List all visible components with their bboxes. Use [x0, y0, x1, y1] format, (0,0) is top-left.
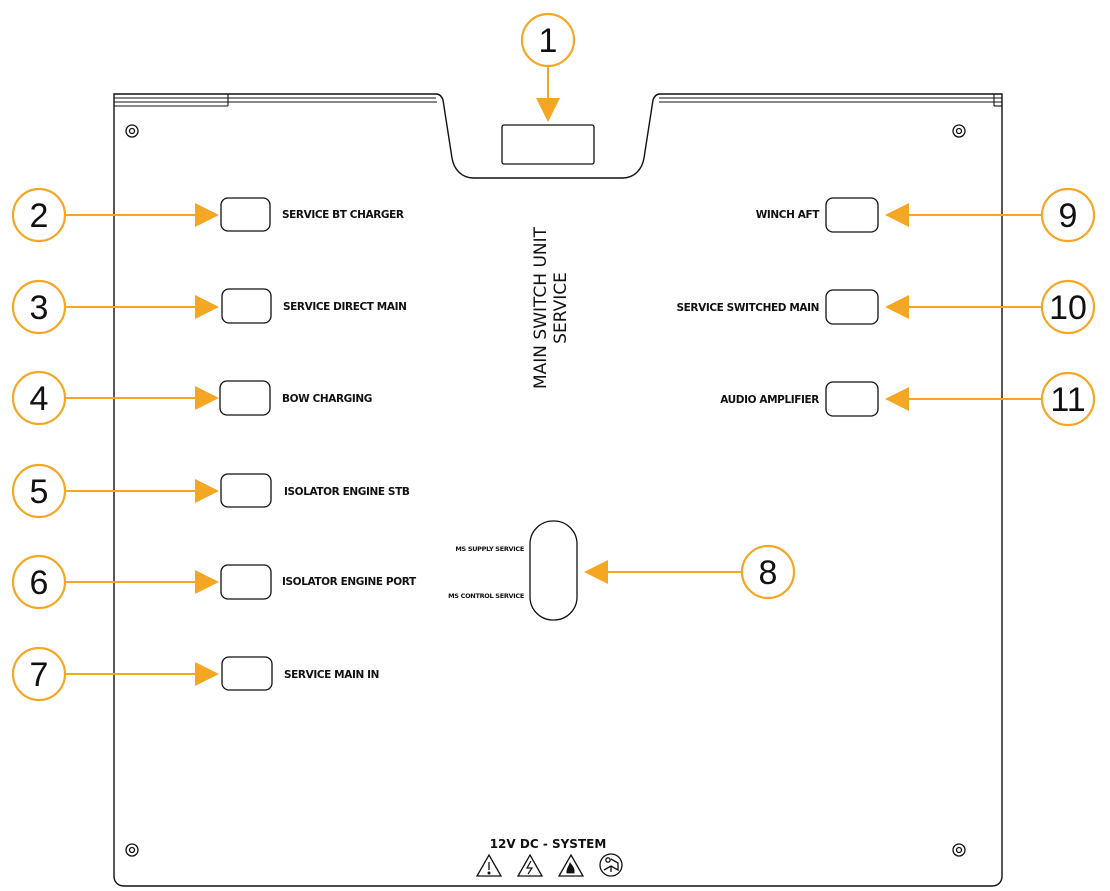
screw-icon	[125, 124, 139, 138]
switch-service-main-in[interactable]	[221, 656, 273, 691]
label-winch-aft: WINCH AFT	[756, 209, 821, 221]
switch-isolator-engine-stb[interactable]	[220, 473, 272, 508]
panel-title-line1: MAIN SWITCH UNIT	[531, 226, 551, 389]
arrow-head	[885, 387, 909, 411]
electrical-hazard-icon	[516, 853, 544, 877]
switch-winch-aft[interactable]	[825, 197, 879, 233]
callout-8-number: 8	[759, 554, 778, 592]
label-ms-supply-service: MS SUPPLY SERVICE	[455, 545, 524, 553]
callout-7-number: 7	[30, 656, 49, 694]
callout-9-number: 9	[1059, 197, 1078, 235]
screw-icon	[952, 843, 966, 857]
callout-10	[1040, 279, 1096, 335]
arrow-head	[885, 203, 909, 227]
switch-service-switched-main[interactable]	[825, 289, 879, 325]
warning-icon	[475, 853, 503, 877]
main-switch[interactable]	[529, 520, 578, 621]
arrow-head	[536, 98, 560, 122]
callout-3	[11, 279, 67, 335]
arrow-head	[195, 386, 219, 410]
arrow-head	[195, 662, 219, 686]
top-rail-right	[659, 94, 1002, 107]
callout-2	[11, 187, 67, 243]
label-ms-control-service: MS CONTROL SERVICE	[448, 592, 524, 600]
callout-3-number: 3	[30, 289, 49, 327]
fire-hazard-icon	[557, 853, 585, 877]
arrow-head	[195, 479, 219, 503]
callout-5	[11, 463, 67, 519]
switch-bow-charging[interactable]	[219, 380, 271, 416]
arrow-head	[195, 570, 219, 594]
arrow-head	[195, 203, 219, 227]
switch-audio-amplifier[interactable]	[825, 381, 879, 417]
arrow-head	[195, 295, 219, 319]
switch-isolator-engine-port[interactable]	[220, 564, 272, 600]
label-isolator-engine-stb: ISOLATOR ENGINE STB	[284, 486, 410, 498]
callout-9	[1040, 187, 1096, 243]
callout-5-number: 5	[30, 473, 49, 511]
switch-service-bt-charger[interactable]	[220, 197, 271, 232]
label-service-switched-main: SERVICE SWITCHED MAIN	[676, 302, 819, 314]
callout-1-number: 1	[539, 22, 558, 60]
label-service-bt-charger: SERVICE BT CHARGER	[282, 209, 404, 221]
callout-7	[11, 646, 67, 702]
arrow-head	[885, 295, 909, 319]
read-manual-icon	[599, 853, 623, 877]
screw-icon	[952, 124, 966, 138]
screw-icon	[125, 843, 139, 857]
callout-1	[520, 12, 576, 68]
label-service-main-in: SERVICE MAIN IN	[284, 669, 379, 681]
label-bow-charging: BOW CHARGING	[282, 393, 372, 405]
system-label: 12V DC - SYSTEM	[490, 837, 607, 851]
callout-6	[11, 554, 67, 610]
top-rail-left	[114, 94, 437, 107]
callout-11	[1040, 371, 1096, 427]
label-service-direct-main: SERVICE DIRECT MAIN	[283, 301, 406, 313]
label-isolator-engine-port: ISOLATOR ENGINE PORT	[282, 576, 417, 588]
label-audio-amplifier: AUDIO AMPLIFIER	[720, 394, 819, 406]
callout-11-number: 11	[1050, 381, 1085, 419]
panel-outline	[113, 93, 1003, 887]
display-window	[501, 124, 595, 165]
callout-4-number: 4	[30, 380, 49, 418]
callout-10-number: 10	[1049, 289, 1087, 327]
switch-service-direct-main[interactable]	[221, 288, 272, 324]
callout-8	[740, 544, 796, 600]
callout-2-number: 2	[30, 197, 49, 235]
panel-title-line2: SERVICE	[551, 272, 571, 344]
callout-6-number: 6	[30, 564, 49, 602]
callout-4	[11, 370, 67, 426]
arrow-head	[584, 560, 608, 584]
